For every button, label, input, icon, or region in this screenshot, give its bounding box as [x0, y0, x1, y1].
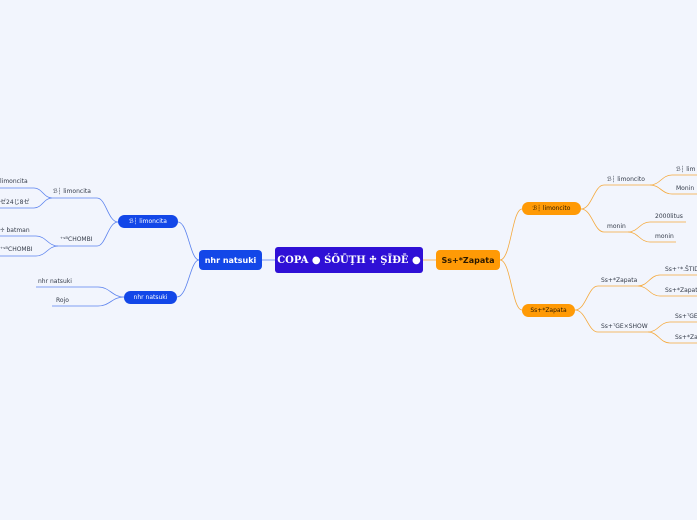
connector-left-leaf-2 — [0, 197, 53, 209]
connector-left-top-child2 — [58, 221, 119, 247]
connector-left-top-child1 — [52, 197, 119, 223]
main-topic-right[interactable]: Ss+*Zapata — [436, 250, 500, 270]
subtopic-left-top[interactable]: ℬ┆ limoncita — [118, 215, 178, 228]
topic-left-limoncita[interactable]: ℬ┆ limoncita — [53, 188, 91, 195]
leaf-right-1[interactable]: ℬ┆ lim — [676, 166, 696, 173]
leaf-right-4[interactable]: monin — [655, 233, 674, 240]
connector-right-top-child2 — [580, 208, 628, 233]
leaf-right-2[interactable]: Monin — [676, 185, 695, 192]
connector-right-bottom — [499, 259, 523, 311]
leaf-right-8[interactable]: Ss+*Zap — [675, 334, 697, 341]
connector-left-leaf-3 — [0, 235, 59, 247]
connector-right-leaf-8 — [647, 331, 697, 344]
leaf-left-1[interactable]: limoncita — [0, 178, 28, 185]
leaf-right-7[interactable]: Ss+ᵀGE — [675, 313, 697, 320]
subtopic-right-bottom-label: Ss+*Zapata — [530, 307, 567, 314]
topic-right-show[interactable]: Ss+ᵀGE×SHOW — [601, 323, 648, 330]
connector-right-leaf-3 — [627, 221, 686, 233]
leaf-left-3[interactable]: ♱ batman — [0, 227, 30, 234]
subtopic-left-top-label: ℬ┆ limoncita — [129, 218, 167, 225]
topic-right-zapata[interactable]: Ss+*Zapata — [601, 277, 638, 284]
connector-right-leaf-1 — [649, 174, 697, 186]
subtopic-left-bottom-label: nhr natsuki — [133, 294, 168, 301]
connector-left-leaf-4 — [0, 245, 59, 257]
leaf-left-6[interactable]: Rojo — [56, 297, 69, 304]
main-topic-left[interactable]: nhr natsuki — [199, 250, 262, 270]
leaf-right-6[interactable]: Ss+*Zapata — [665, 287, 697, 294]
connector-right-leaf-2 — [649, 184, 697, 195]
topic-left-chombi[interactable]: ⁺ˢᴮCHOMBI — [60, 236, 93, 243]
connector-left-leaf-1 — [0, 187, 53, 199]
connector-right-leaf-6 — [637, 285, 697, 297]
central-topic[interactable]: COPA ● ŚÕŪŢH ♱ ŞĪĐĒ ● — [275, 247, 423, 273]
connector-left-leaf-5 — [36, 286, 125, 298]
leaf-right-3[interactable]: 2000litus — [655, 213, 683, 220]
topic-right-limoncito[interactable]: ℬ┆ limoncito — [607, 176, 645, 183]
leaf-left-4[interactable]: ⁺ˢᴮCHOMBI — [0, 246, 33, 253]
leaf-left-2[interactable]: ゼ24じ8ゼ — [0, 199, 30, 206]
subtopic-left-bottom[interactable]: nhr natsuki — [124, 291, 177, 304]
leaf-right-5[interactable]: Ss+⁺*.ŠTID — [665, 266, 697, 273]
subtopic-right-bottom[interactable]: Ss+*Zapata — [522, 304, 575, 317]
topic-right-monin[interactable]: monin — [607, 223, 626, 230]
subtopic-right-top-label: ℬ┆ limoncito — [532, 205, 571, 212]
connector-right-bottom-child1 — [574, 285, 638, 311]
connector-right-leaf-4 — [627, 231, 676, 243]
connector-left-top — [177, 221, 200, 261]
connector-right-top-child1 — [580, 184, 650, 210]
main-topic-left-label: nhr natsuki — [204, 255, 257, 265]
connector-right-bottom-child2 — [574, 309, 648, 333]
connector-left-bottom — [176, 259, 200, 298]
central-topic-label: COPA ● ŚÕŪŢH ♱ ŞĪĐĒ ● — [277, 254, 421, 266]
connector-right-leaf-5 — [637, 274, 697, 287]
connector-left-leaf-6 — [52, 296, 125, 307]
leaf-left-5[interactable]: nhr natsuki — [38, 278, 72, 285]
main-topic-right-label: Ss+*Zapata — [441, 255, 495, 265]
connector-right-top — [499, 208, 523, 261]
subtopic-right-top[interactable]: ℬ┆ limoncito — [522, 202, 581, 215]
connector-right-leaf-7 — [647, 321, 697, 333]
